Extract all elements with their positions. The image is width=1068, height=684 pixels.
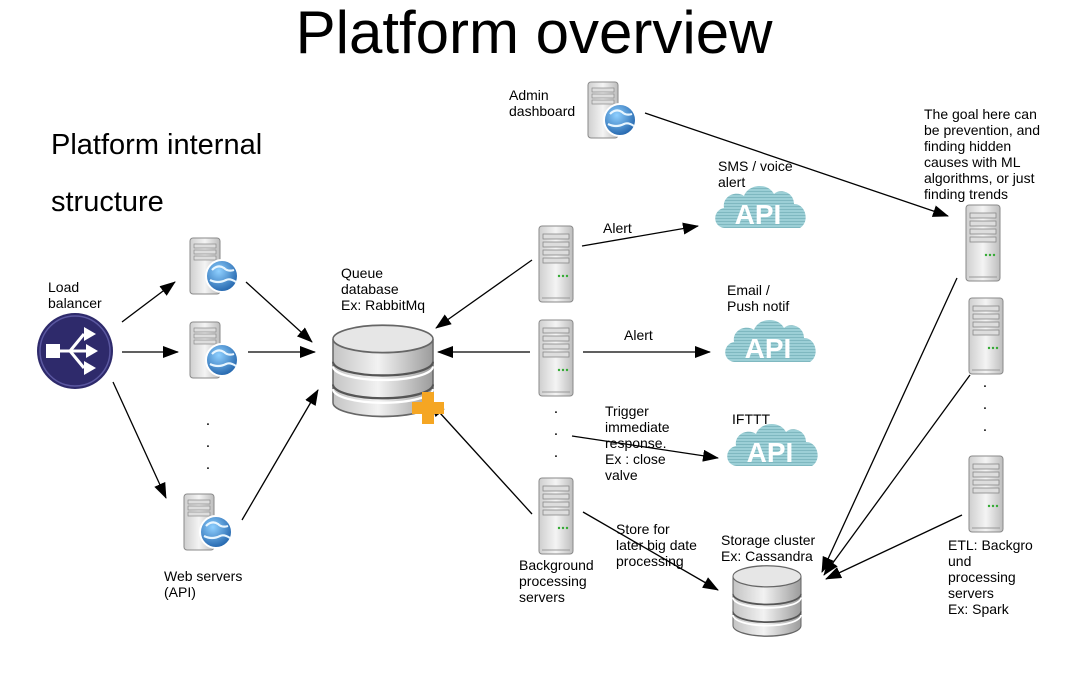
arrow-etl1-to-storage <box>821 277 958 573</box>
section-heading-line1: Platform internal <box>51 129 263 161</box>
etl-server-icon <box>968 297 1004 375</box>
queue-database-label: Queue database Ex: RabbitMq <box>341 265 426 313</box>
background-server-icon <box>538 477 574 555</box>
arrow-lb-to-web3 <box>112 381 167 499</box>
api-label: API <box>735 199 782 230</box>
web-server-icon <box>188 320 240 380</box>
web-server-icon <box>182 492 234 552</box>
trigger-label: Trigger immediate response. Ex : close v… <box>605 403 670 483</box>
arrow-store-storage <box>582 511 719 591</box>
admin-server-icon <box>586 80 638 140</box>
arrow-lb-to-web1 <box>121 281 176 323</box>
page-title: Platform overview <box>295 0 773 66</box>
store-label: Store for later big date processing <box>616 521 697 569</box>
arrow-admin-to-etl <box>644 112 949 217</box>
section-heading-line2: structure <box>51 186 164 218</box>
arrow-etl3-to-storage <box>825 514 963 580</box>
background-servers-label: Background processing servers <box>519 557 594 605</box>
etl-server-icon <box>968 455 1004 533</box>
sms-label: SMS / voice alert <box>718 158 793 190</box>
arrow-etl2-to-storage <box>823 374 971 576</box>
load-balancer-icon <box>37 313 113 389</box>
email-label: Email / Push notif <box>727 282 790 314</box>
arrow-bg1-to-queue <box>435 259 533 329</box>
etl-server-icon <box>965 204 1001 282</box>
email-api-cloud-icon: API <box>725 319 816 364</box>
connector-arrows <box>112 112 971 591</box>
ifttt-api-cloud-icon: API <box>727 423 818 468</box>
arrow-bg3-to-queue <box>429 401 533 515</box>
web-server-icon <box>188 236 240 296</box>
storage-cluster-label: Storage cluster Ex: Cassandra <box>721 532 816 564</box>
etl-label: ETL: Backgro und processing servers Ex: … <box>948 537 1033 617</box>
ifttt-label: IFTTT <box>732 411 771 427</box>
arrow-web1-to-queue <box>245 281 313 343</box>
api-label: API <box>745 333 792 364</box>
load-balancer-label: Load balancer <box>48 279 102 311</box>
arrow-web3-to-queue <box>241 389 319 521</box>
background-server-icon <box>538 225 574 303</box>
alert-label-1: Alert <box>603 220 632 236</box>
sms-api-cloud-icon: API <box>715 185 806 230</box>
alert-label-2: Alert <box>624 327 653 343</box>
storage-database-icon <box>732 564 802 638</box>
admin-dashboard-label: Admin dashboard <box>509 87 576 119</box>
background-server-icon <box>538 319 574 397</box>
background-servers-ellipsis: . . . <box>553 400 559 461</box>
web-servers-ellipsis: . . . <box>205 412 211 473</box>
arrow-trigger-ifttt <box>571 435 719 462</box>
goal-note: The goal here can be prevention, and fin… <box>924 106 1040 202</box>
plus-icon <box>412 392 444 424</box>
etl-servers-ellipsis: . . . <box>982 374 988 435</box>
arrow-alert-sms <box>581 222 699 247</box>
api-label: API <box>747 437 794 468</box>
web-servers-label: Web servers (API) <box>164 568 243 600</box>
